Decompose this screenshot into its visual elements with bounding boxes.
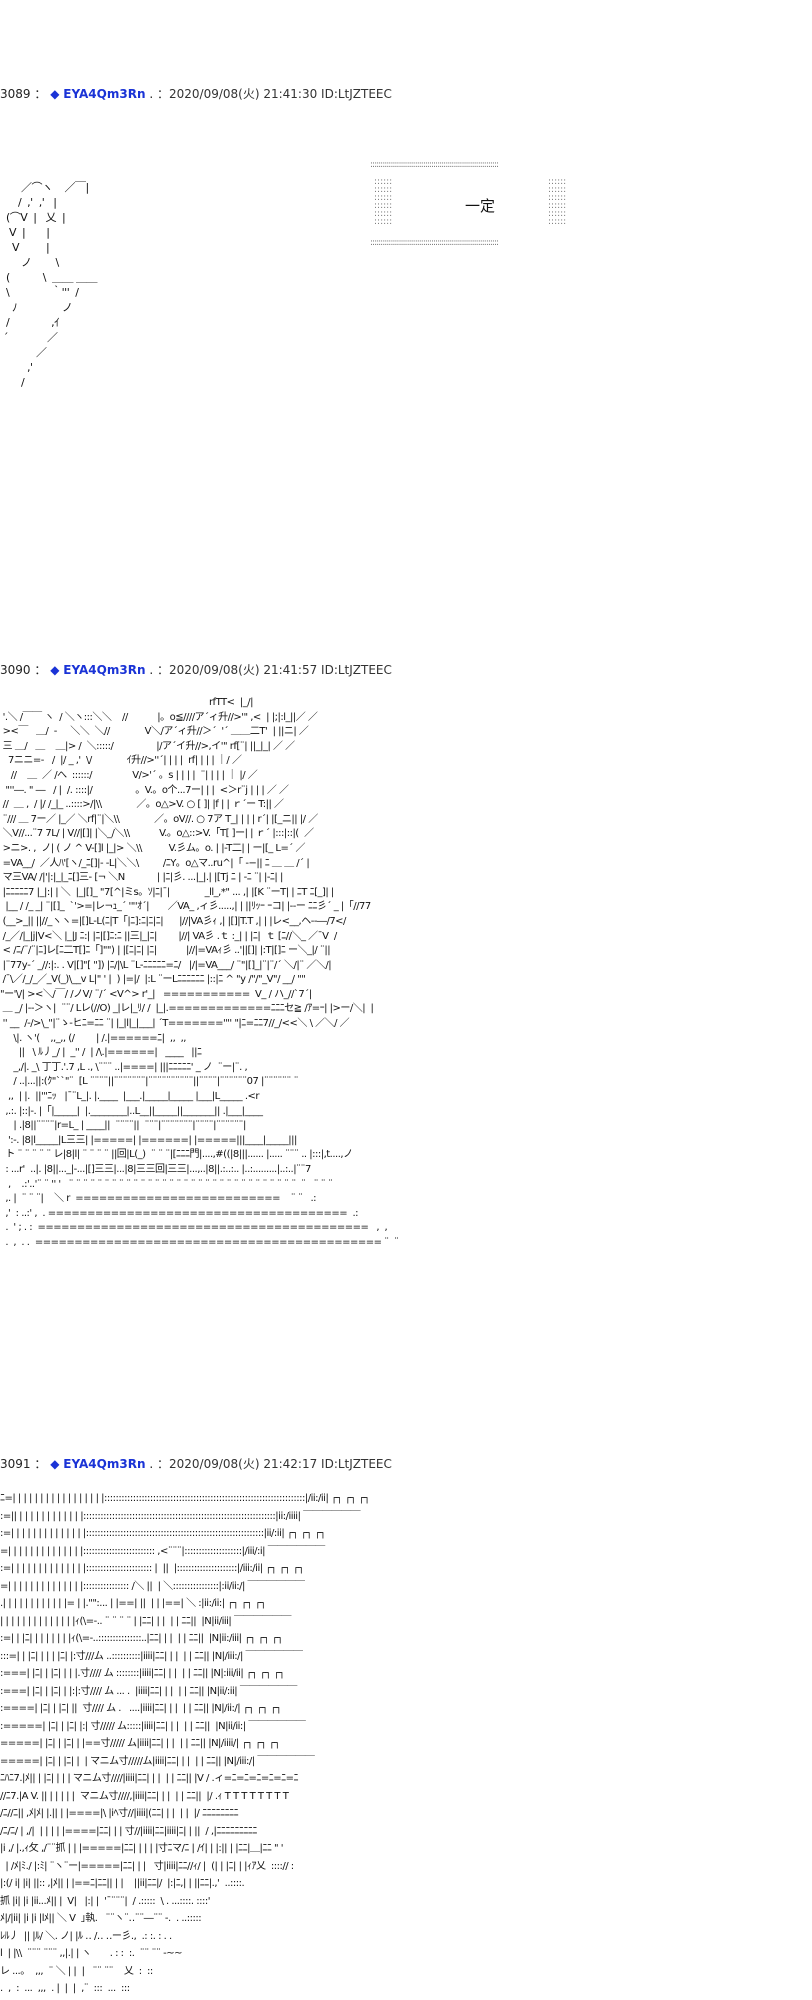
post-number[interactable]: 3090	[0, 663, 31, 677]
trip-suffix: .	[149, 87, 154, 101]
poster-name[interactable]: EYA4Qm3Rn	[63, 663, 146, 677]
trip-suffix: .	[149, 1457, 154, 1471]
caption-box: ::::::::::::::::::::::::::::::::::::::::…	[370, 160, 590, 250]
post-number[interactable]: 3089	[0, 87, 31, 101]
post-number[interactable]: 3091	[0, 1457, 31, 1471]
post-header-3091: 3091 ： ◆ EYA4Qm3Rn . ：2020/09/08(火) 21:4…	[0, 1456, 392, 1472]
post-separator: ：	[34, 1457, 47, 1471]
post-separator: ：	[34, 663, 47, 677]
trip-suffix: .	[149, 663, 154, 677]
poster-name[interactable]: EYA4Qm3Rn	[63, 1457, 146, 1471]
ascii-art-hand: ／⌒ヽ ／￣| / ,' ,' | (⌒V | 乂 | V | | V | ノ …	[2, 181, 97, 389]
trip-diamond-icon: ◆	[50, 87, 60, 101]
caption-box-top-edge: ::::::::::::::::::::::::::::::::::::::::…	[370, 160, 499, 170]
post-datetime-id: ：2020/09/08(火) 21:41:30 ID:LtJZTEEC	[156, 87, 392, 101]
caption-box-bottom-edge: ::::::::::::::::::::::::::::::::::::::::…	[370, 238, 499, 248]
caption-text: 一定	[464, 197, 495, 215]
post-datetime-id: ：2020/09/08(火) 21:41:57 ID:LtJZTEEC	[156, 663, 392, 677]
ascii-art-buildings: ﾆ=| | | | | | | | | | | | | | | | |:::::…	[0, 1493, 370, 1994]
ascii-art-castle: rfTT< |_/| '.＼ /￣￣ ヽ / ＼ヽ:::＼＼ // |。o≦//…	[0, 697, 399, 1248]
caption-box-left-edge: :::::: :::::: :::::: :::::: :::::: :::::…	[374, 178, 393, 227]
post-datetime-id: ：2020/09/08(火) 21:42:17 ID:LtJZTEEC	[156, 1457, 392, 1471]
post-header-3090: 3090 ： ◆ EYA4Qm3Rn . ：2020/09/08(火) 21:4…	[0, 662, 392, 678]
trip-diamond-icon: ◆	[50, 663, 60, 677]
post-header-3089: 3089 ： ◆ EYA4Qm3Rn . ：2020/09/08(火) 21:4…	[0, 86, 392, 102]
post-separator: ：	[34, 87, 47, 101]
poster-name[interactable]: EYA4Qm3Rn	[63, 87, 146, 101]
caption-box-right-edge: :::::: :::::: :::::: :::::: :::::: :::::…	[548, 178, 567, 227]
trip-diamond-icon: ◆	[50, 1457, 60, 1471]
